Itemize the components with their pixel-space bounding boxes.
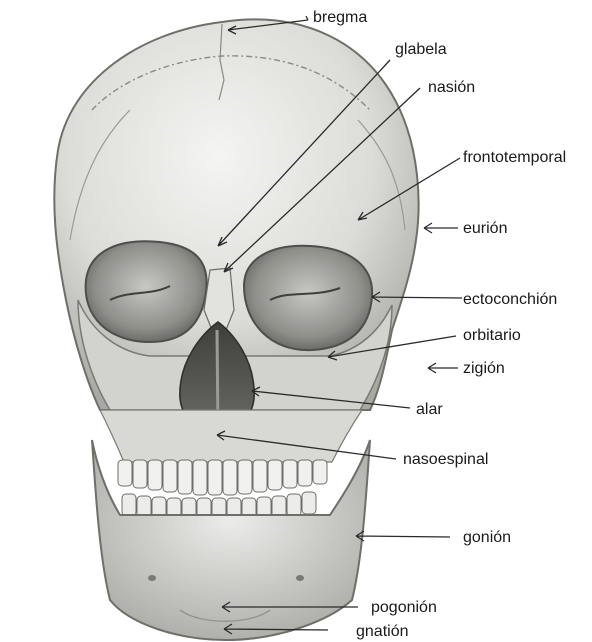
label-eurion: eurión [463,220,507,237]
label-orbitario: orbitario [463,327,521,344]
label-glabela: glabela [395,41,447,58]
label-gnation: gnatión [356,623,409,640]
label-nasion: nasión [428,79,475,96]
nasal-bones [204,268,234,330]
label-frontotemporal: frontotemporal [463,149,566,166]
label-nasoespinal: nasoespinal [403,451,488,468]
label-alar: alar [416,401,443,418]
pointer-gonion [356,531,450,541]
label-pogonion: pogonión [371,599,437,616]
maxilla [100,410,362,462]
upper-teeth [118,460,327,495]
mental-foramen-right [296,575,304,581]
label-gonion: gonión [463,529,511,546]
pointer-eurion [424,223,458,233]
label-ectoconchion: ectoconchión [463,291,557,308]
skull-illustration [54,19,418,640]
right-orbit [244,246,372,350]
label-bregma: bregma [313,9,367,26]
label-zigion: zigión [463,360,505,377]
pointer-zigion [428,363,458,373]
mental-foramen-left [148,575,156,581]
